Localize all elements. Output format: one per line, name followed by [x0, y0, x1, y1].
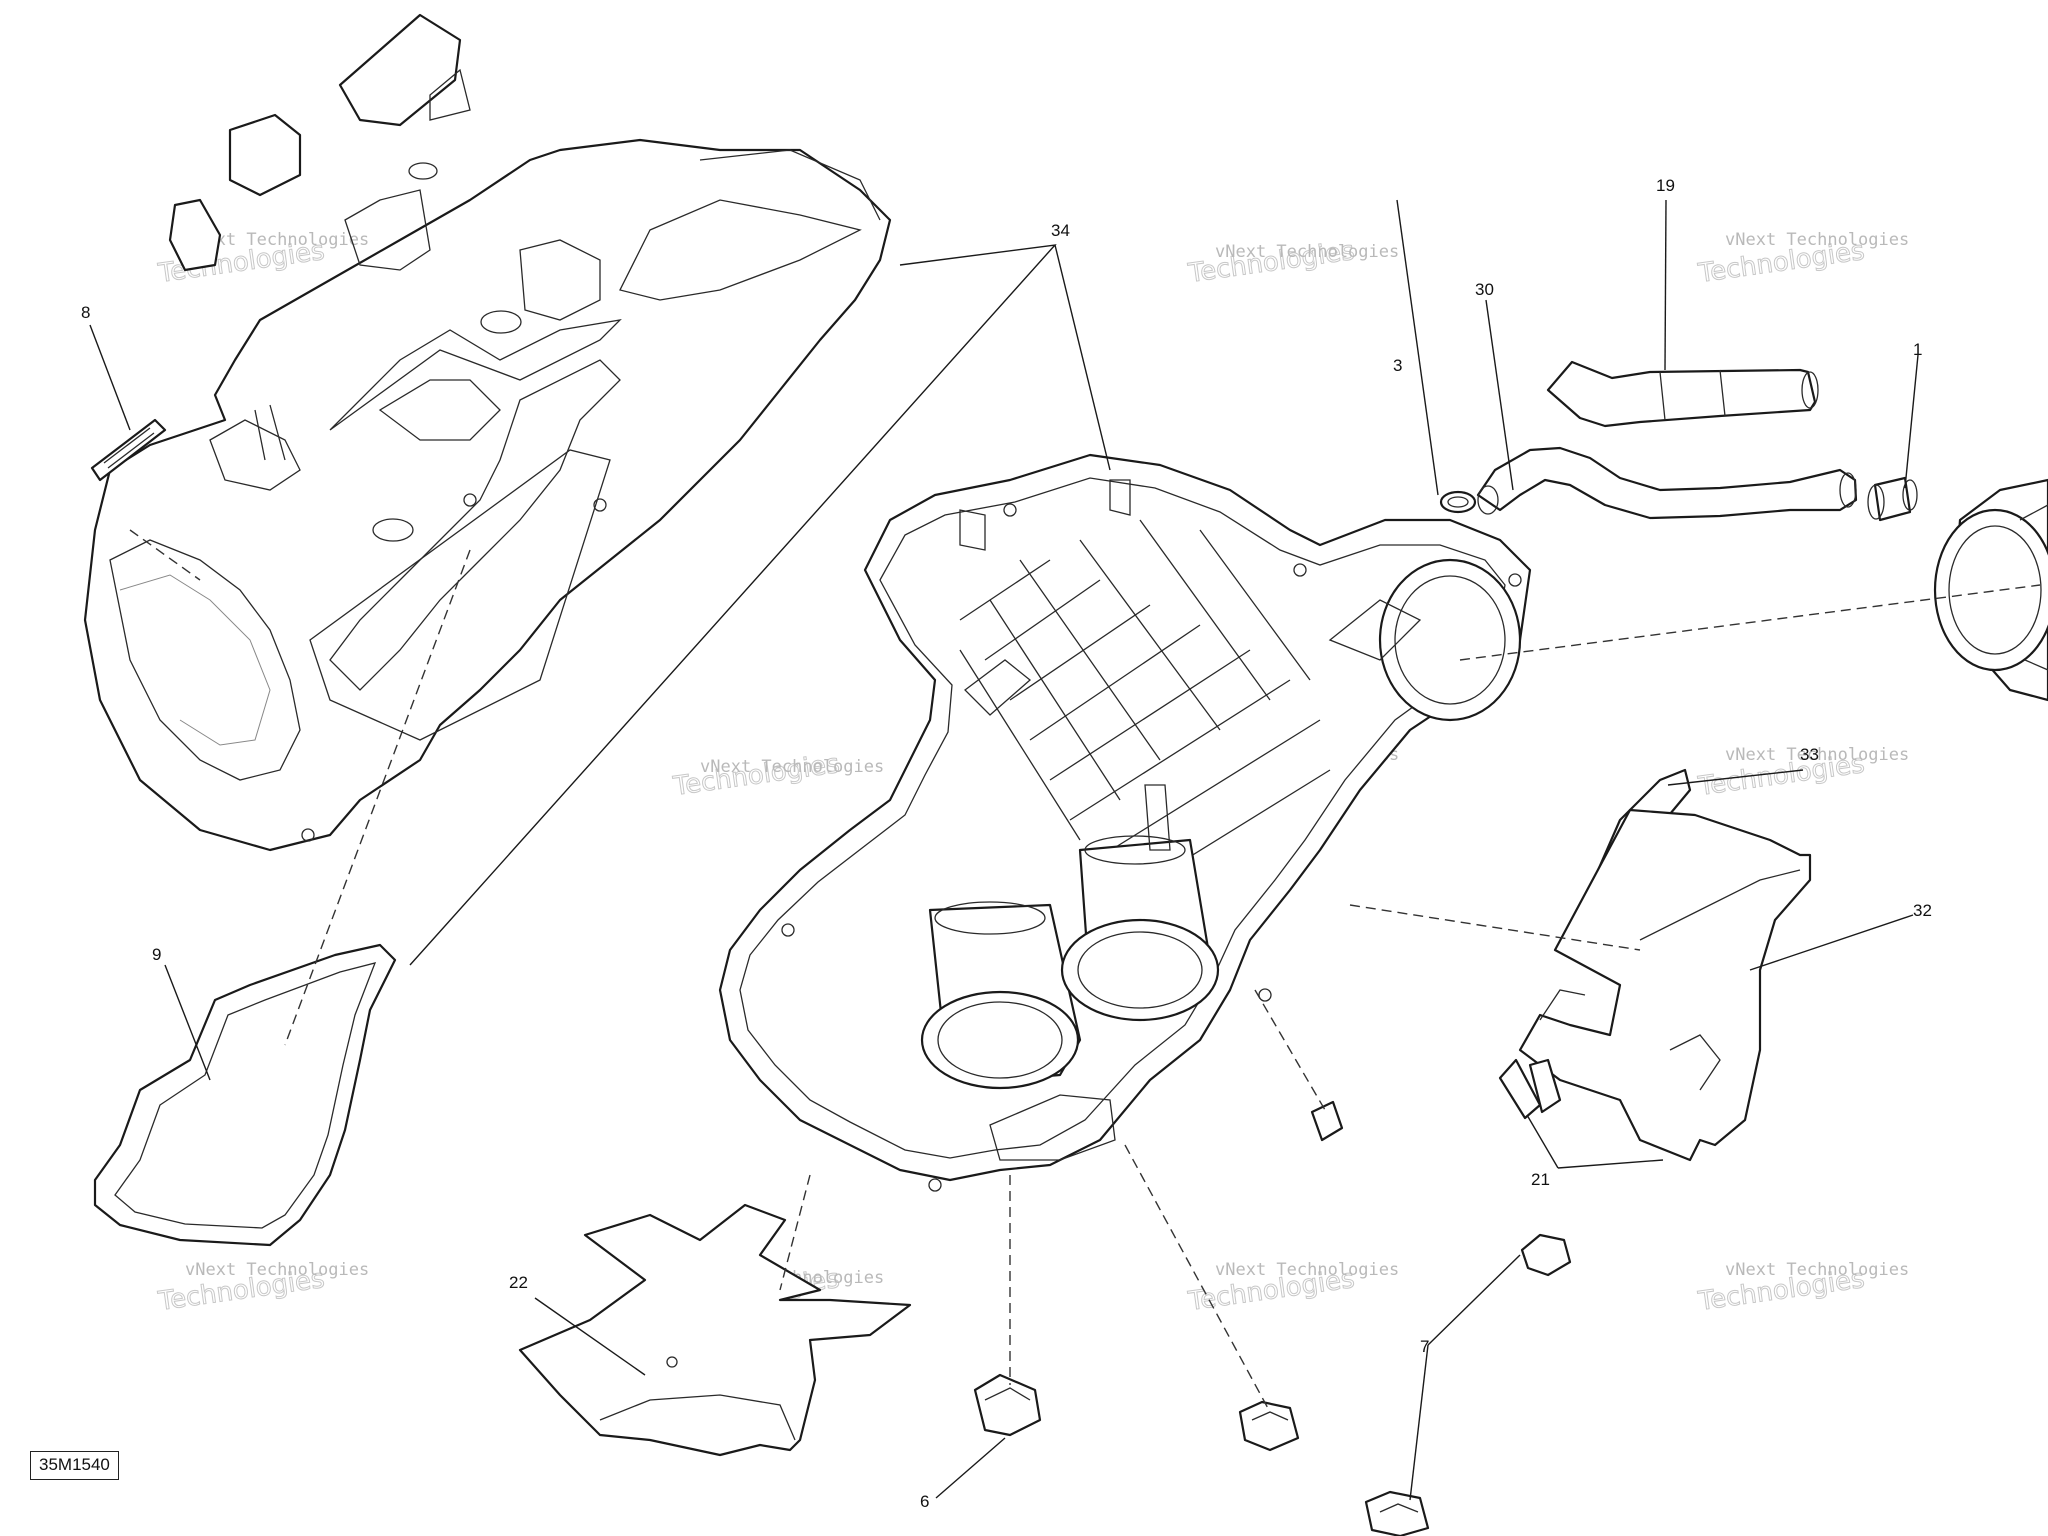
callout-3: 3 [1393, 356, 1402, 375]
watermark-9: Technologies vNext Technologies [155, 1260, 369, 1318]
clip-bracket [973, 1373, 1042, 1437]
outlet-ring [1378, 558, 1522, 722]
callout-19: 19 [1656, 176, 1675, 195]
air-box-cover [83, 13, 892, 852]
callout-21: 21 [1531, 1170, 1550, 1189]
small-clip [1238, 1400, 1300, 1452]
watermark-11: Technologies vNext Technologies [1185, 1260, 1399, 1318]
callout-33: 33 [1800, 745, 1819, 764]
callout-8: 8 [81, 303, 90, 322]
small-clip [1364, 1490, 1430, 1536]
callout-9: 9 [152, 945, 161, 964]
watermark-text: vNext Technologies [185, 230, 369, 250]
watermark-3: Technologies vNext Technologies [1185, 235, 1399, 289]
diagram-reference-code: 35M1540 [30, 1451, 119, 1480]
watermark-text: vNext Technologies [700, 757, 884, 777]
callout-30: 30 [1475, 280, 1494, 299]
watermark-text: vNext Technologies [185, 1260, 369, 1280]
watermark-text: vNext Technologies [1725, 230, 1909, 250]
small-clip [1520, 1233, 1572, 1277]
leader-lines [89, 199, 1919, 1501]
label-sticker [90, 418, 167, 482]
callout-22: 22 [509, 1273, 528, 1292]
clamp [1439, 490, 1477, 514]
assembly-lines [129, 529, 2041, 1413]
watermark-text: vNext Technologies [1725, 745, 1909, 765]
callout-34: 34 [1051, 221, 1070, 240]
heat-shield-bottom [518, 1203, 912, 1457]
connector-fitting [1867, 476, 1918, 522]
filter-gasket [93, 943, 397, 1247]
callout-labels: 34 8 9 3 30 19 1 33 32 21 22 6 7 [81, 176, 1932, 1511]
base-lattice [959, 519, 1331, 901]
watermark-text: vNext Technologies [1215, 1260, 1399, 1280]
watermark-12: Technologies vNext Technologies [1695, 1260, 1909, 1318]
callout-1: 1 [1913, 340, 1922, 359]
callout-32: 32 [1913, 901, 1932, 920]
retaining-clip [1310, 1100, 1344, 1142]
callout-7: 7 [1420, 1337, 1429, 1356]
air-box-base [718, 453, 1532, 1192]
front-hose [1546, 360, 1819, 428]
watermark-text: vNext Technologies [1725, 1260, 1909, 1280]
watermark-text: vNext Technologies [1215, 242, 1399, 262]
intake-tubes [920, 835, 1220, 1090]
callout-6: 6 [920, 1492, 929, 1511]
intake-silencer [1933, 478, 2048, 702]
watermark-6: Technologies vNext Technologies [670, 748, 884, 802]
drain-hose [1476, 446, 1858, 520]
clip-pair [1498, 1058, 1562, 1120]
heat-shield-right [1518, 808, 1812, 1162]
watermark-4: Technologies vNext Technologies [1695, 230, 1909, 290]
